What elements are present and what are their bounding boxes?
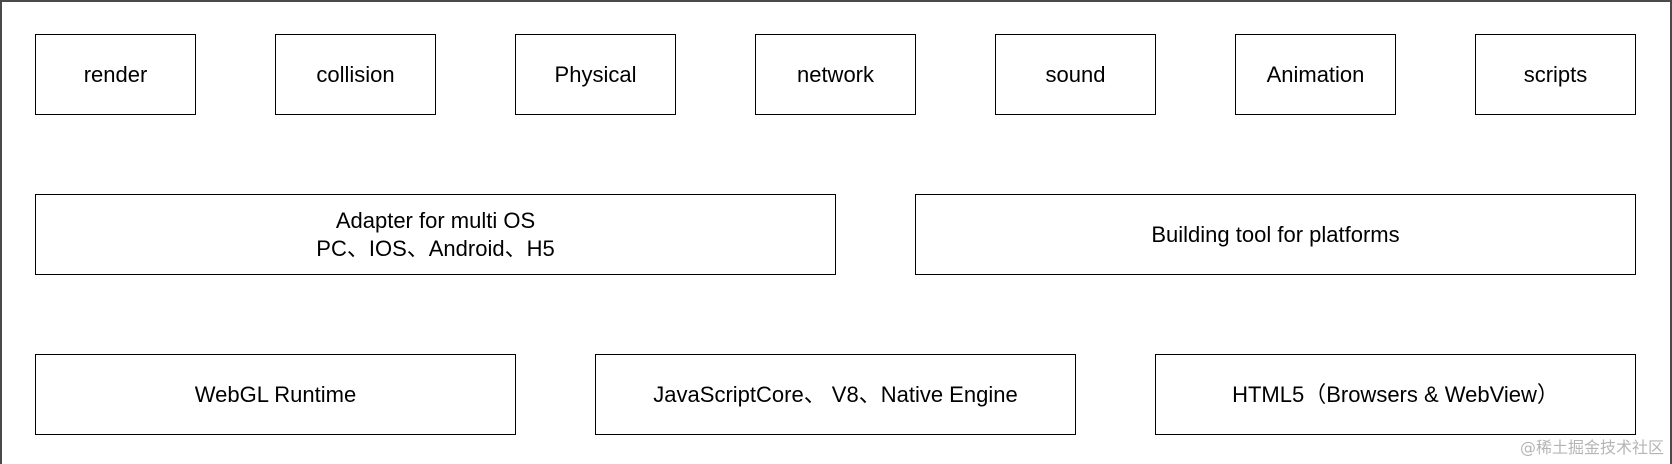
network-label: network bbox=[796, 61, 875, 87]
sound-box: sound bbox=[995, 34, 1156, 115]
webgl-runtime-box: WebGL Runtime bbox=[35, 354, 516, 435]
html5-label: HTML5（Browsers & WebView） bbox=[1232, 381, 1559, 407]
collision-label: collision bbox=[316, 61, 395, 87]
building-tool-box: Building tool for platforms bbox=[915, 194, 1636, 275]
js-engine-box: JavaScriptCore、 V8、Native Engine bbox=[595, 354, 1076, 435]
animation-label: Animation bbox=[1266, 61, 1365, 87]
animation-box: Animation bbox=[1235, 34, 1396, 115]
adapter-box: Adapter for multi OS PC、IOS、Android、H5 bbox=[35, 194, 836, 275]
html5-box: HTML5（Browsers & WebView） bbox=[1155, 354, 1636, 435]
adapter-title: Adapter for multi OS bbox=[335, 207, 536, 233]
physical-box: Physical bbox=[515, 34, 676, 115]
building-tool-label: Building tool for platforms bbox=[1151, 221, 1400, 247]
sound-label: sound bbox=[1045, 61, 1106, 87]
scripts-label: scripts bbox=[1523, 61, 1588, 87]
adapter-platforms: PC、IOS、Android、H5 bbox=[316, 235, 555, 261]
watermark-text: @稀土掘金技术社区 bbox=[1519, 438, 1664, 457]
collision-box: collision bbox=[275, 34, 436, 115]
render-label: render bbox=[83, 61, 148, 87]
webgl-runtime-label: WebGL Runtime bbox=[194, 381, 357, 407]
js-engine-label: JavaScriptCore、 V8、Native Engine bbox=[653, 381, 1018, 407]
network-box: network bbox=[755, 34, 916, 115]
physical-label: Physical bbox=[554, 61, 637, 87]
render-box: render bbox=[35, 34, 196, 115]
scripts-box: scripts bbox=[1475, 34, 1636, 115]
